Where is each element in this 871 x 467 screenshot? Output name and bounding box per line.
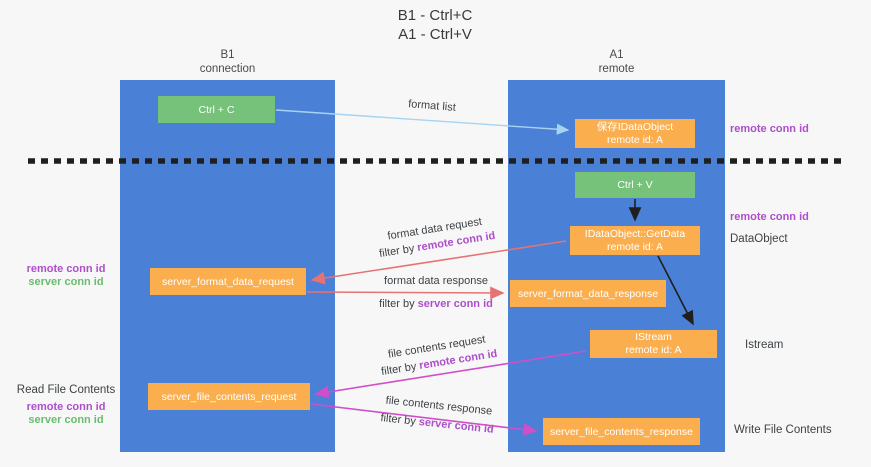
label-remote-conn-id-left-1: remote conn id: [26, 263, 106, 275]
label-server-conn-id-left-2: server conn id: [28, 414, 104, 426]
edge-label-format-list: format list: [407, 98, 457, 114]
lifeline-b1-subtitle: connection: [199, 63, 256, 75]
filter-prefix: filter by: [379, 412, 420, 429]
node-server-file-contents-response: server_file_contents_response: [543, 418, 700, 445]
edge-label-format-data-response-line1: format data response: [384, 275, 488, 287]
label-remote-conn-id-top-right: remote conn id: [730, 123, 809, 135]
node-istream-line1: IStream: [635, 331, 672, 343]
lifeline-header-b1: B1 connection: [120, 48, 335, 76]
node-istream-line2: remote id: A: [625, 344, 682, 356]
lifeline-header-a1: A1 remote: [508, 48, 725, 76]
edge-label-format-data-request: format data request filter by remote con…: [366, 211, 505, 264]
edge-label-file-contents-response: file contents response filter by server …: [367, 390, 510, 440]
title-line-1: B1 - Ctrl+C: [397, 7, 473, 24]
label-remote-conn-id-left-2: remote conn id: [26, 401, 106, 413]
node-idataobject-getdata: IDataObject::GetData remote id: A: [570, 226, 700, 255]
node-server-file-contents-request-label: server_file_contents_request: [161, 390, 297, 403]
filter-prefix: filter by: [379, 298, 418, 310]
node-server-format-data-request-label: server_format_data_request: [162, 275, 294, 288]
node-istream: IStream remote id: A: [590, 330, 717, 358]
label-dataobject: DataObject: [730, 233, 788, 245]
node-ctrl-v: Ctrl + V: [575, 172, 695, 198]
label-read-file-contents: Read File Contents: [16, 384, 116, 396]
label-write-file-contents: Write File Contents: [734, 424, 832, 436]
node-server-file-contents-request: server_file_contents_request: [148, 383, 310, 410]
lifeline-a1-subtitle: remote: [598, 63, 635, 75]
node-server-format-data-request: server_format_data_request: [150, 268, 306, 295]
node-ctrl-c: Ctrl + C: [158, 96, 275, 123]
node-ctrl-v-label: Ctrl + V: [617, 179, 653, 191]
label-istream: Istream: [745, 339, 784, 351]
node-server-file-contents-response-label: server_file_contents_response: [549, 425, 693, 438]
label-remote-conn-id-mid-right: remote conn id: [730, 211, 809, 223]
node-save-idataobject-line1: 保存IDataObject: [596, 120, 674, 133]
label-server-conn-id-left-1: server conn id: [28, 276, 104, 288]
filter-key-server-conn-id: server conn id: [418, 416, 495, 436]
edge-label-file-contents-request: file contents request filter by remote c…: [368, 329, 507, 382]
node-server-format-data-response-label: server_format_data_response: [517, 287, 659, 300]
lifeline-b1-name: B1: [220, 49, 235, 61]
diagram-title: B1 - Ctrl+C A1 - Ctrl+V: [285, 6, 585, 44]
label-group-read-file-contents: Read File Contents remote conn id server…: [10, 383, 122, 427]
node-server-format-data-response: server_format_data_response: [510, 280, 666, 307]
node-save-idataobject: 保存IDataObject remote id: A: [575, 119, 695, 148]
filter-key-server-conn-id: server conn id: [417, 298, 493, 310]
filter-prefix: filter by: [378, 242, 419, 261]
lifeline-a1-name: A1: [609, 49, 624, 61]
node-getdata-line2: remote id: A: [606, 240, 664, 253]
label-group-left-conn-ids: remote conn id server conn id: [16, 263, 116, 289]
edge-label-format-data-response: format data response filter by server co…: [366, 274, 506, 312]
filter-prefix: filter by: [380, 360, 421, 379]
node-ctrl-c-label: Ctrl + C: [198, 103, 235, 116]
edge-label-format-data-response-filter: filter by server conn id: [366, 297, 506, 312]
node-save-idataobject-line2: remote id: A: [606, 133, 664, 146]
title-line-2: A1 - Ctrl+V: [398, 26, 472, 43]
node-getdata-line1: IDataObject::GetData: [584, 227, 686, 240]
